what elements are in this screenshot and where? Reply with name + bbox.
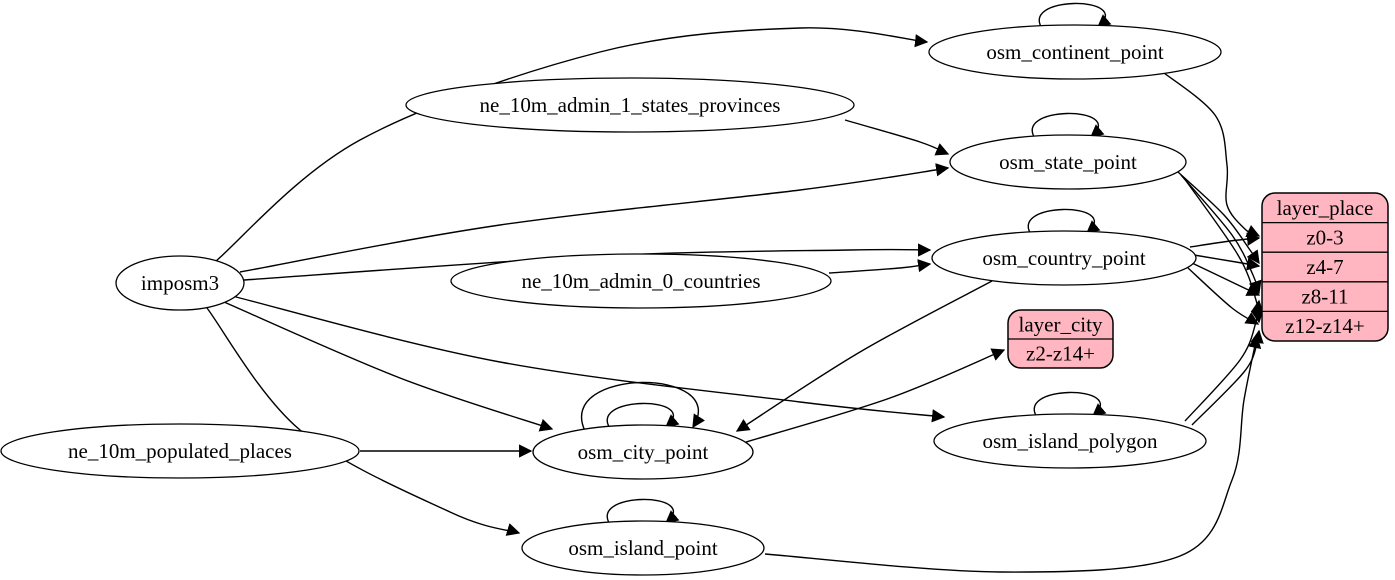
edge-osm_island_point-to-osm_island_point-self (606, 498, 680, 528)
edge-osm_country_point-to-osm_country_point-self (1027, 208, 1101, 238)
osm_continent_point-shape (928, 24, 1222, 80)
edge-osm_city_point-to-layer_city-row1 (745, 348, 1006, 443)
osm_country_point-label: osm_country_point (982, 246, 1145, 270)
osm_state_point-label: osm_state_point (999, 150, 1137, 174)
ne_10m_populated_places-label: ne_10m_populated_places (68, 439, 292, 463)
layer_place-row-3-label: z8-11 (1301, 285, 1348, 309)
layer_city-row-0-label: layer_city (1019, 313, 1103, 337)
node-ne_10m_admin_1_states_provinces: ne_10m_admin_1_states_provinces (405, 77, 855, 133)
ne_10m_admin_1_states_provinces-label: ne_10m_admin_1_states_provinces (480, 93, 781, 117)
osm_island_polygon-label: osm_island_polygon (982, 429, 1158, 453)
node-osm_island_point: osm_island_point (521, 520, 765, 576)
osm_state_point-shape (949, 134, 1187, 190)
edge-imposm3-to-osm_city_point (223, 301, 554, 432)
edge-osm_island_polygon-to-osm_island_polygon-self (1033, 391, 1107, 421)
node-osm_country_point: osm_country_point (931, 230, 1197, 286)
layer_city-row-1-label: z2-z14+ (1026, 342, 1095, 366)
edge-imposm3-to-osm_continent_point (215, 27, 929, 262)
edge-osm_state_point-to-osm_state_point-self (1031, 112, 1105, 142)
node-layer_place: layer_place z0-3 z4-7 z8-11 z12-z14+ (1261, 192, 1389, 342)
edge-imposm3-to-osm_island_point (206, 307, 521, 536)
osm_island_point-label: osm_island_point (568, 536, 718, 560)
edge-osm_continent_point-to-osm_continent_point-self (1038, 2, 1112, 32)
osm_island_point-shape (521, 520, 765, 576)
osm_city_point-label: osm_city_point (578, 440, 709, 464)
edge-osm_city_point-to-osm_city_point-self (606, 402, 680, 432)
node-osm_island_polygon: osm_island_polygon (933, 413, 1207, 469)
ne_10m_admin_0_countries-label: ne_10m_admin_0_countries (521, 269, 760, 293)
edge-osm_country_point-to-osm_city_point (735, 280, 993, 432)
imposm3-shape (115, 255, 245, 311)
edge-ne_10m_admin_1_states_provinces-to-osm_state_point (844, 119, 950, 156)
ne_10m_populated_places-shape (0, 423, 360, 479)
layer_place-shape (1261, 192, 1389, 342)
edge-osm_state_point-to-layer_place-row4 (1183, 177, 1264, 324)
ne_10m_admin_1_states_provinces-shape (405, 77, 855, 133)
layer_place-row-4-label: z12-z14+ (1285, 314, 1364, 338)
edge-ne_10m_admin_0_countries-to-osm_country_point (828, 258, 932, 274)
layer_place-row-2-label: z4-7 (1306, 255, 1343, 279)
edge-osm_island_point-to-layer_place-row4 (764, 334, 1262, 573)
edge-osm_country_point-to-layer_place-row2 (1193, 254, 1261, 271)
ne_10m_admin_0_countries-shape (450, 253, 832, 309)
edge-imposm3-to-osm_island_polygon (231, 295, 946, 423)
layer_place-row-1-label: z0-3 (1306, 225, 1343, 249)
node-layer_city: layer_city z2-z14+ (1007, 309, 1114, 369)
osm_island_polygon-shape (933, 413, 1207, 469)
node-osm_state_point: osm_state_point (949, 134, 1187, 190)
node-imposm3: imposm3 (115, 255, 245, 311)
layer_place-row-0-label: layer_place (1277, 196, 1374, 220)
osm_continent_point-label: osm_continent_point (986, 40, 1163, 64)
osm_country_point-shape (931, 230, 1197, 286)
edge-osm_country_point-to-layer_place-row3 (1191, 262, 1261, 296)
edge-osm_country_point-to-layer_place-row4 (1187, 267, 1260, 325)
node-osm_continent_point: osm_continent_point (928, 24, 1222, 80)
edge-osm_country_point-to-layer_place-row1 (1189, 232, 1261, 248)
edge-imposm3-to-osm_state_point (239, 163, 950, 273)
imposm3-label: imposm3 (141, 271, 219, 295)
edge-osm_continent_point-to-layer_place-row1 (1159, 69, 1261, 238)
node-ne_10m_populated_places: ne_10m_populated_places (0, 423, 360, 479)
node-ne_10m_admin_0_countries: ne_10m_admin_0_countries (450, 253, 832, 309)
osm_city_point-shape (532, 424, 754, 480)
edge-osm_city_point-to-osm_city_point-self (581, 381, 706, 432)
node-osm_city_point: osm_city_point (532, 424, 754, 480)
